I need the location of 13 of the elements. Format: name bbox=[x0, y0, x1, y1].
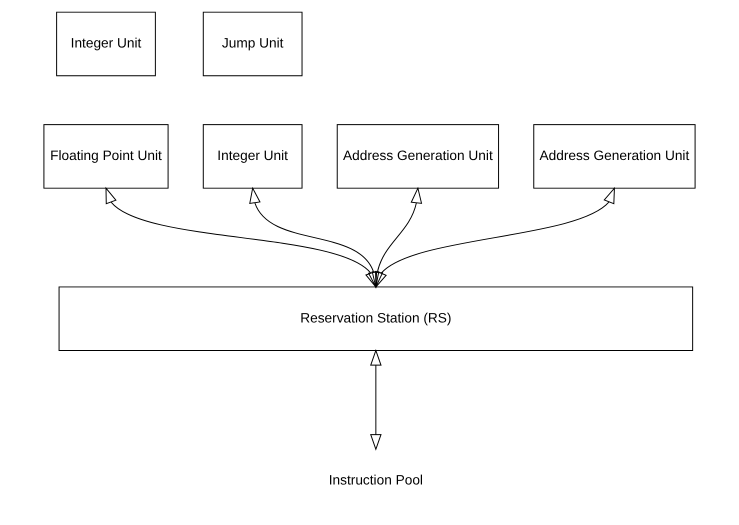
node-box: Jump Unit bbox=[202, 12, 303, 76]
node-box: Integer Unit bbox=[202, 124, 303, 189]
node-text: Instruction Pool bbox=[328, 472, 423, 488]
arrow bbox=[105, 186, 376, 288]
node-box: Address Generation Unit bbox=[533, 124, 696, 189]
node-box: Address Generation Unit bbox=[336, 124, 500, 189]
arrow bbox=[375, 186, 615, 288]
node-box: Reservation Station (RS) bbox=[58, 286, 694, 351]
arrow bbox=[372, 186, 422, 288]
node-box: Integer Unit bbox=[56, 12, 156, 76]
node-box: Floating Point Unit bbox=[43, 124, 169, 189]
arrow bbox=[370, 349, 382, 451]
arrow bbox=[249, 186, 380, 288]
